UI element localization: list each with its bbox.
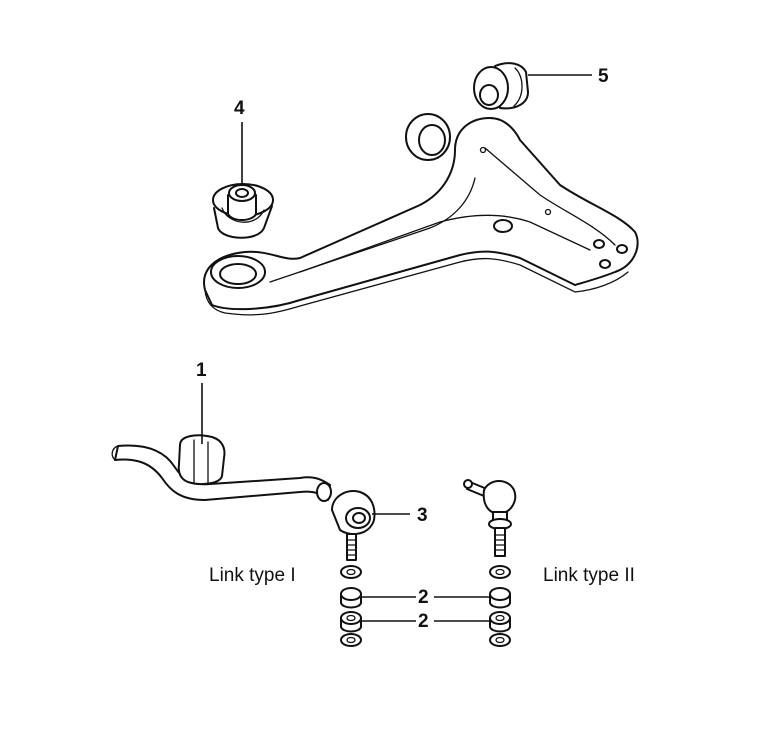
bushing-5: [473, 62, 529, 110]
bushing-1: [177, 434, 226, 485]
callout-1: 1: [196, 360, 207, 381]
callout-2-lower: 2: [418, 611, 429, 632]
link-type-1: [331, 490, 376, 647]
leader-lines: [201, 74, 592, 622]
caption-link-type-2: Link type II: [543, 565, 635, 586]
callout-5: 5: [598, 66, 609, 87]
bushing-4: [212, 183, 274, 239]
callout-4: 4: [234, 98, 245, 119]
control-arm: [203, 113, 639, 316]
callout-3: 3: [417, 505, 428, 526]
link-type-2: [463, 479, 517, 647]
stabilizer-bar: [111, 444, 332, 502]
callout-2-upper: 2: [418, 587, 429, 608]
caption-link-type-1: Link type I: [209, 565, 296, 586]
